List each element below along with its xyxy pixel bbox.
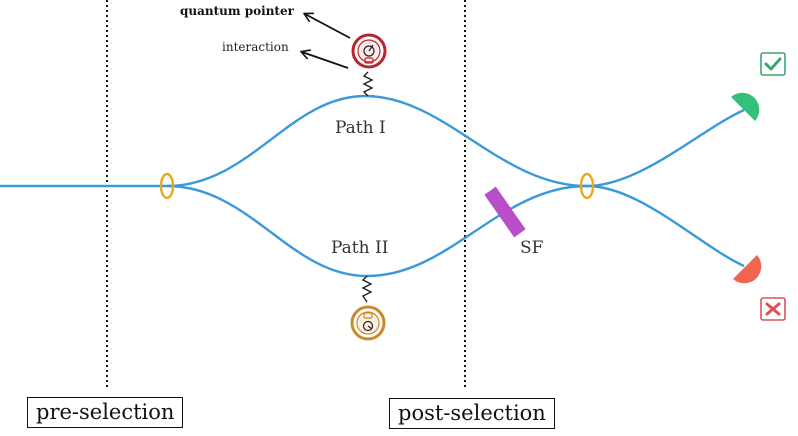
- input-beam-splitter: [159, 172, 175, 200]
- output-beam-upper: [586, 108, 745, 188]
- sf-label: SF: [520, 238, 544, 258]
- pointer-top: [351, 33, 387, 97]
- output-beam-lower: [586, 184, 745, 268]
- cross-icon: [765, 302, 781, 316]
- detector-good: [731, 92, 760, 121]
- sf-plate: [484, 186, 526, 238]
- spring-bottom: [361, 275, 373, 303]
- detector-bad: [733, 255, 762, 284]
- pointer-bottom: [350, 275, 386, 341]
- path-one-label: Path I: [335, 118, 386, 138]
- path-one-beam: [166, 94, 588, 188]
- failure-badge: [760, 297, 786, 321]
- path-two-label: Path II: [331, 238, 388, 258]
- check-icon: [764, 57, 782, 71]
- post-selection-label: post-selection: [389, 398, 555, 429]
- output-beam-splitter: [579, 172, 595, 200]
- interaction-label: interaction: [222, 40, 289, 54]
- spring-top: [362, 71, 374, 97]
- quantum-pointer-arrow: [305, 14, 351, 39]
- quantum-pointer-label: quantum pointer: [180, 4, 295, 18]
- interaction-arrow: [302, 52, 349, 69]
- path-two-beam: [166, 184, 588, 278]
- pre-selection-label: pre-selection: [27, 397, 184, 428]
- success-badge: [760, 52, 786, 76]
- pointer-arrows: [302, 14, 351, 69]
